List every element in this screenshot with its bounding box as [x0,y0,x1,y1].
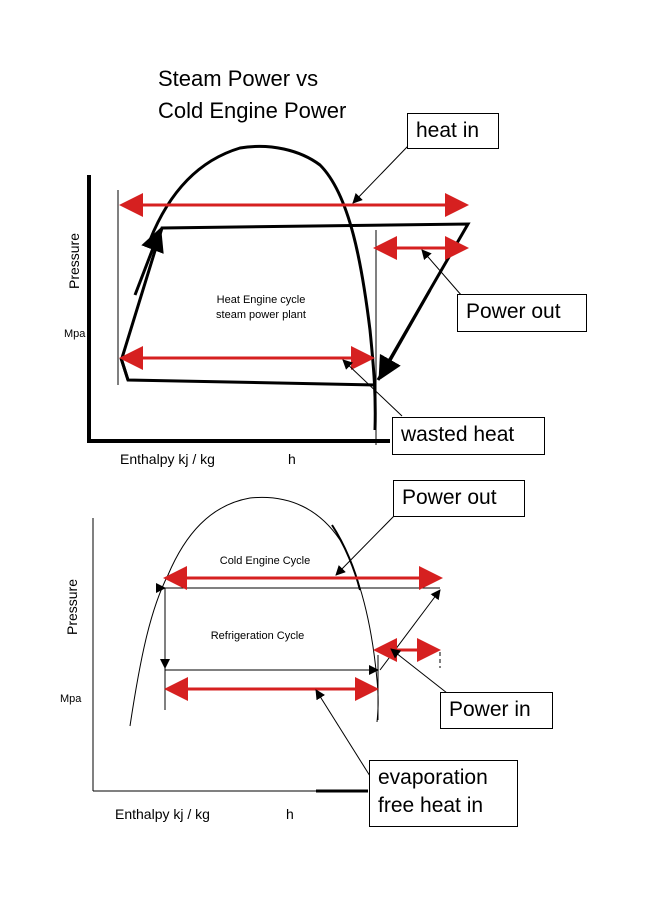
callout-evaporation-line-2: free heat in [378,794,484,817]
callout-wasted-heat: wasted heat [392,417,545,455]
title-line-1: Steam Power vs [158,66,319,91]
bottom-y-axis-label: Pressure [64,578,80,636]
bottom-cycle-label-1: Cold Engine Cycle [219,555,311,567]
top-saturation-dome [148,144,377,431]
top-x-axis-label: Enthalpy kj / kg [120,451,215,467]
callout-power-out-bottom: Power out [393,480,525,517]
top-y-unit: Mpa [64,328,86,340]
title-line-2: Cold Engine Power [158,98,347,123]
callout-evaporation-line-1: evaporation [378,766,488,789]
bottom-cycle-label-2: Refrigeration Cycle [210,630,305,642]
top-x-symbol: h [288,451,296,467]
callout-power-in: Power in [440,692,553,729]
bottom-diagram [92,496,448,793]
callout-power-out-top: Power out [457,294,587,332]
bottom-saturation-dome [129,496,379,727]
callout-heat-in: heat in [407,113,499,149]
callout-evaporation: evaporation free heat in [369,760,518,827]
bottom-x-axis-label: Enthalpy kj / kg [115,806,210,822]
top-cycle-label-1: Heat Engine cycle [216,294,306,306]
top-y-axis-label: Pressure [66,232,82,290]
top-diagram [87,144,471,445]
bottom-x-symbol: h [286,806,294,822]
bottom-y-unit: Mpa [60,693,82,705]
top-cycle-label-2: steam power plant [216,309,306,321]
